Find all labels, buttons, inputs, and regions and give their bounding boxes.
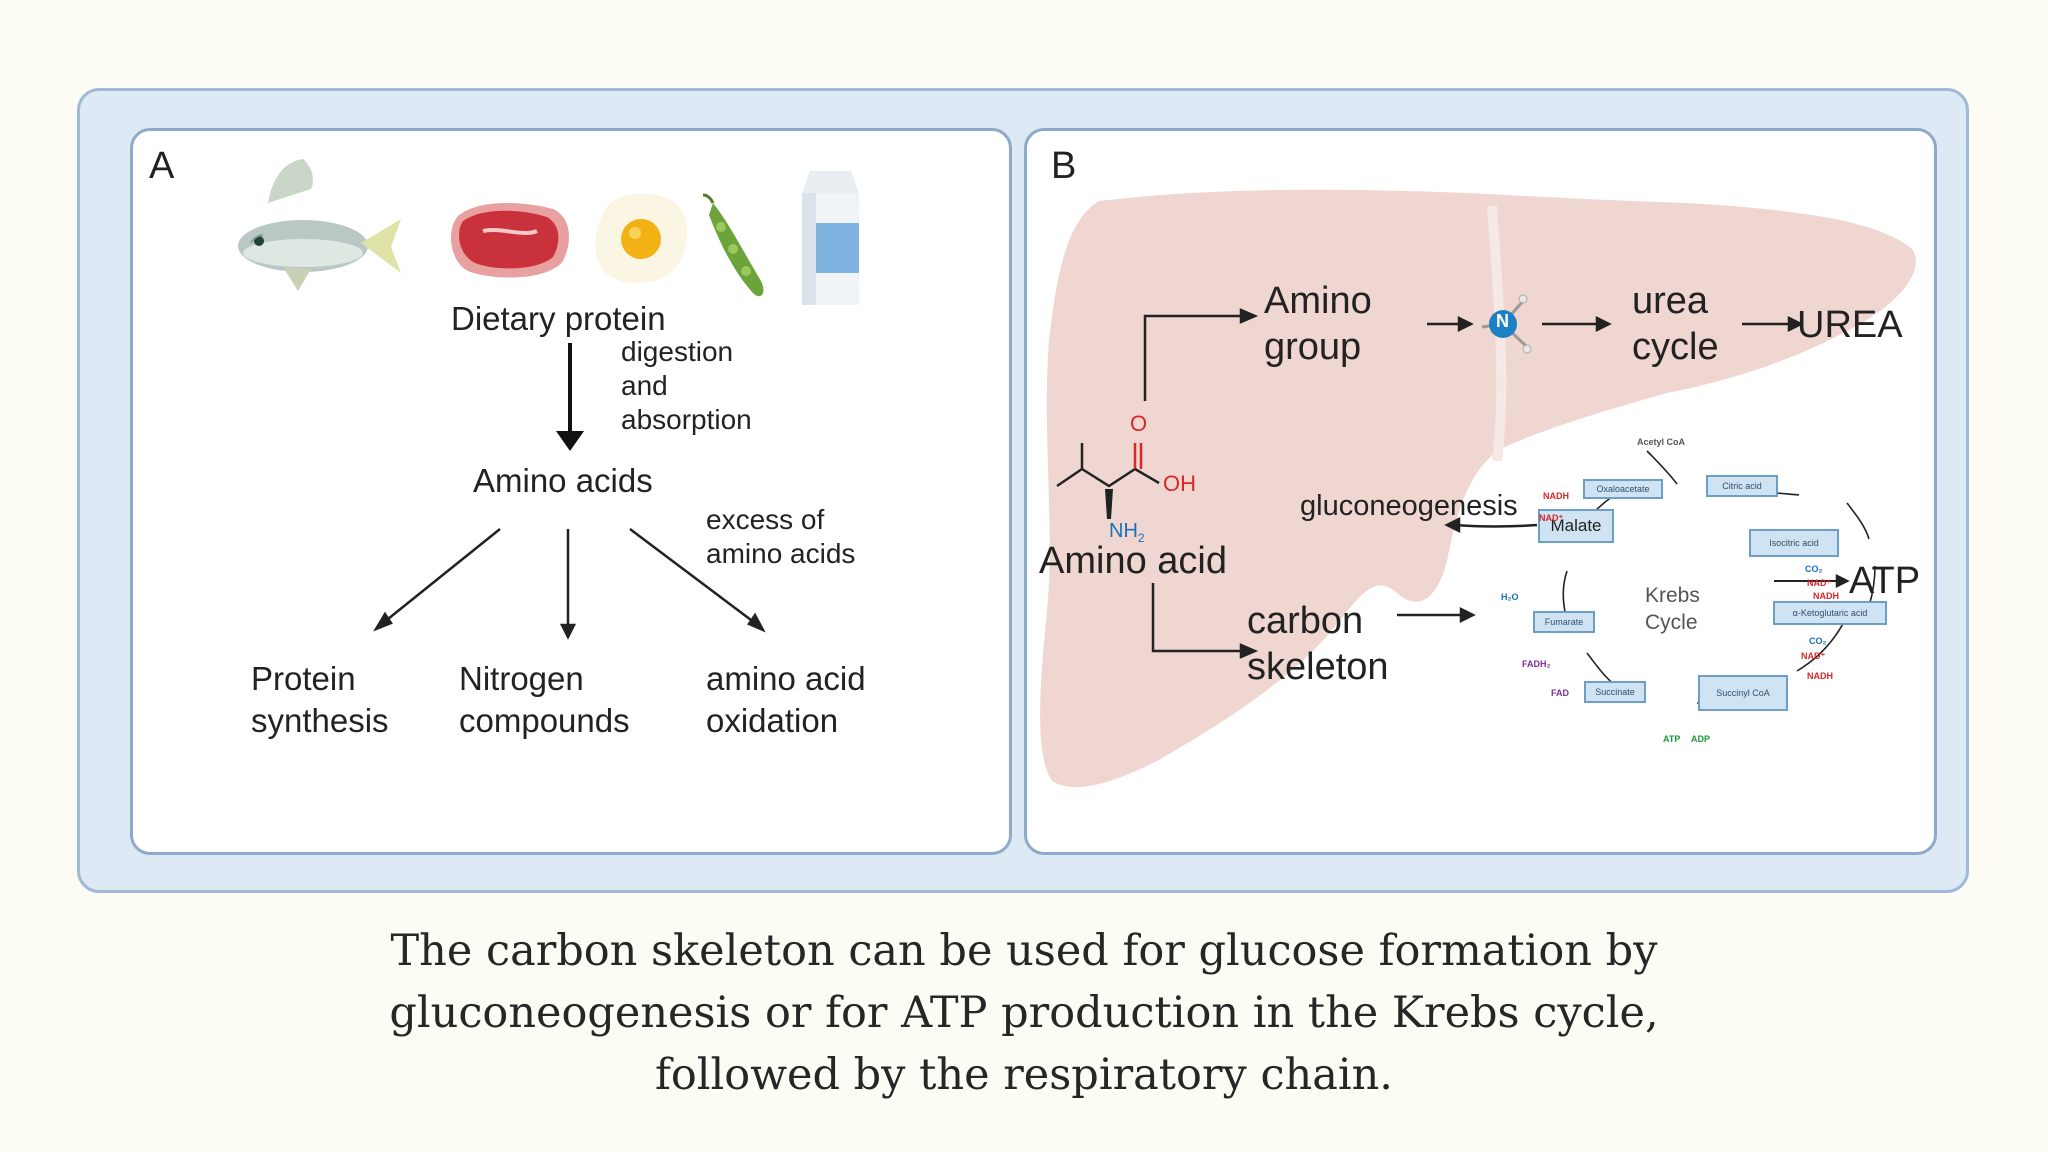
dietary-protein-label: Dietary protein <box>451 300 666 337</box>
fumarate-box: Fumarate <box>1533 611 1595 633</box>
amino-acids-label: Amino acids <box>473 462 653 499</box>
nitrogen-symbol: N <box>1496 311 1509 331</box>
digestion-line-1: digestion <box>621 336 734 367</box>
urea-cycle-line-2: cycle <box>1632 326 1719 368</box>
krebs-center-2: Cycle <box>1645 611 1698 634</box>
panel-b-drawing <box>1040 189 1916 788</box>
output-nitrogen-compounds-2: compounds <box>459 702 630 739</box>
output-protein-synthesis-1: Protein <box>251 660 356 697</box>
nad-2-label: NAD⁺ <box>1807 578 1832 588</box>
gluconeogenesis-label: gluconeogenesis <box>1300 490 1518 522</box>
carbon-skeleton-line-1: carbon <box>1247 600 1364 642</box>
pea-pod-icon <box>702 193 764 297</box>
krebs-center-1: Krebs <box>1645 584 1700 607</box>
panel-b: B Amino group urea cycle UREA O OH NH2 N… <box>1024 128 1937 855</box>
output-protein-synthesis-2: synthesis <box>251 702 389 739</box>
panel-a-drawing <box>238 159 859 640</box>
output-nitrogen-compounds-1: Nitrogen <box>459 660 584 697</box>
adp-cofactor-label: ADP <box>1691 734 1711 744</box>
urea-cycle-line-1: urea <box>1632 280 1709 322</box>
panel-b-label: B <box>1051 145 1077 187</box>
oxygen-label: O <box>1130 411 1148 436</box>
caption-line-2: gluconeogenesis or for ATP production in… <box>389 988 1659 1038</box>
milk-carton-icon <box>802 171 859 305</box>
caption-line-3: followed by the respiratory chain. <box>655 1050 1393 1100</box>
atp-cofactor-label: ATP <box>1663 734 1681 744</box>
urea-label: UREA <box>1797 304 1903 346</box>
acetyl-coa-label: Acetyl CoA <box>1637 437 1686 447</box>
fadh2-label: FADH₂ <box>1522 659 1551 669</box>
fish-icon <box>238 159 401 291</box>
panel-a-label: A <box>149 145 175 187</box>
liver-shape <box>1040 189 1916 788</box>
nadh-3-label: NADH <box>1807 671 1833 681</box>
amino-acid-structure <box>1056 443 1160 488</box>
hydroxyl-label: OH <box>1163 471 1196 496</box>
succinyl-coa-box: Succinyl CoA <box>1698 675 1788 711</box>
amino-group-line-1: Amino <box>1264 280 1372 322</box>
amino-acid-label: Amino acid <box>1039 540 1227 582</box>
egg-icon <box>595 193 688 284</box>
caption: The carbon skeleton can be used for gluc… <box>0 920 2048 1106</box>
h2o-label: H₂O <box>1501 592 1519 602</box>
nad-1-label: NAD⁺ <box>1539 513 1564 523</box>
digestion-line-2: and <box>621 370 668 401</box>
succinate-box: Succinate <box>1584 681 1646 703</box>
ketoglutaric-acid-box: α-Ketoglutaric acid <box>1773 601 1887 625</box>
fad-label: FAD <box>1551 688 1569 698</box>
excess-line-1: excess of <box>706 504 825 535</box>
co2-2-label: CO₂ <box>1809 636 1827 646</box>
co2-1-label: CO₂ <box>1805 564 1823 574</box>
output-amino-acid-oxidation-1: amino acid <box>706 660 866 697</box>
caption-line-1: The carbon skeleton can be used for gluc… <box>390 926 1658 976</box>
amino-group-line-2: group <box>1264 326 1362 368</box>
amine-label: NH2 <box>1109 520 1145 545</box>
panel-a: A <box>130 128 1012 855</box>
malate-box: Malate <box>1538 509 1614 543</box>
oxaloacetate-box: Oxaloacetate <box>1583 479 1663 499</box>
nadh-1-label: NADH <box>1543 491 1569 501</box>
digestion-line-3: absorption <box>621 404 752 435</box>
nadh-2-label: NADH <box>1813 591 1839 601</box>
nitrogen-atom-icon <box>1481 294 1532 354</box>
nad-3-label: NAD⁺ <box>1801 651 1826 661</box>
output-amino-acid-oxidation-2: oxidation <box>706 702 839 739</box>
atp-output-label: ATP <box>1849 560 1921 602</box>
carbon-skeleton-line-2: skeleton <box>1247 646 1389 688</box>
citric-acid-box: Citric acid <box>1706 475 1778 497</box>
meat-icon <box>450 203 569 278</box>
isocitric-acid-box: Isocitric acid <box>1749 529 1839 557</box>
excess-line-2: amino acids <box>706 538 856 569</box>
